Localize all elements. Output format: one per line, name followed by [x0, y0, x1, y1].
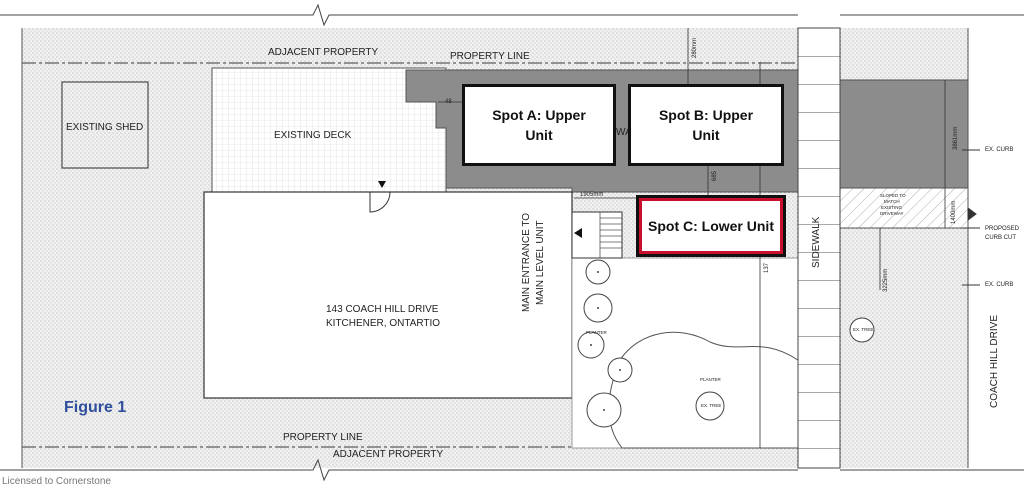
spot-a-upper-unit: Spot A: Upper Unit: [462, 84, 616, 166]
coach-hill-drive-label: COACH HILL DRIVE: [989, 315, 1000, 408]
address-line2: KITCHENER, ONTARTIO: [326, 318, 441, 329]
stair-treads: [599, 212, 622, 258]
ex-curb-bottom-label: EX. CURB: [985, 282, 1014, 288]
dim-1905: 1905mm: [580, 192, 604, 198]
dim-280: 280mm: [692, 37, 698, 58]
bottom-break-line: [0, 458, 1024, 482]
planter-right-label: PLANTER: [700, 377, 721, 382]
main-entrance-line2: MAIN LEVEL UNIT: [535, 220, 546, 305]
adjacent-property-bottom-label: ADJACENT PROPERTY: [333, 449, 444, 460]
main-entrance-line1: MAIN ENTRANCE TO: [521, 212, 532, 312]
sloped-note-line3: EXISTING: [881, 205, 903, 210]
proposed-curb-cut-area: [839, 187, 969, 229]
dim-48: 48: [445, 99, 452, 105]
boulevard-driveway: [839, 79, 969, 189]
sidewalk-label: SIDEWALK: [811, 216, 822, 268]
house-footprint: [203, 191, 573, 399]
existing-shed: [61, 81, 149, 169]
spot-a-line2: Unit: [525, 127, 553, 143]
sloped-note-line2: MATCH: [884, 199, 900, 204]
main-entrance-arrow: [574, 228, 582, 238]
spot-c-label: Spot C: Lower Unit: [648, 218, 774, 234]
dim-685: 685: [712, 170, 718, 181]
spot-b-upper-unit: Spot B: Upper Unit: [628, 84, 784, 166]
address-line1: 143 COACH HILL DRIVE: [326, 304, 439, 315]
walk-fragment-label: WA: [616, 127, 632, 138]
ex-curb-top-label: EX. CURB: [985, 147, 1014, 153]
proposed-curb-cut-line1: PROPOSED: [985, 226, 1020, 232]
existing-deck-label: EXISTING DECK: [274, 130, 352, 141]
deck-entry-arrow: [378, 181, 386, 188]
license-watermark: Licensed to Cornerstone: [2, 476, 111, 487]
dim-3225: 3225mm: [883, 268, 889, 292]
proposed-curb-cut-line2: CURB CUT: [985, 235, 1016, 241]
deck-door-swing: [369, 191, 391, 213]
adjacent-property-top-label: ADJACENT PROPERTY: [268, 47, 379, 58]
dim-137: 137: [764, 262, 770, 273]
spot-b-line1: Spot B: Upper: [658, 107, 754, 123]
planter-tree: [695, 391, 725, 421]
planter-bed: [608, 331, 799, 449]
spot-c-lower-unit: Spot C: Lower Unit: [636, 195, 786, 257]
curb-ticks: [962, 149, 980, 286]
spot-c-red-outline: Spot C: Lower Unit: [639, 198, 783, 254]
figure-label: Figure 1: [64, 399, 127, 416]
boulevard-tree: [849, 317, 875, 343]
property-line-top-label: PROPERTY LINE: [450, 51, 530, 62]
top-break-line: [0, 3, 1024, 27]
ex-tree-planter-label: EX. TREE: [701, 403, 722, 408]
sidewalk: [797, 27, 841, 469]
dim-3861: 3861mm: [953, 126, 959, 150]
spot-b-line2: Unit: [692, 127, 720, 143]
spot-a-line1: Spot A: Upper: [492, 107, 586, 123]
property-line-bottom-label: PROPERTY LINE: [283, 432, 363, 443]
planter-left-label: PLANTER: [586, 330, 607, 335]
shrub-centers: [590, 271, 621, 411]
sloped-note-line4: DRIVEWAY: [880, 211, 904, 216]
ex-tree-right-label: EX. TREE: [853, 327, 874, 332]
dim-1400: 1400mm: [951, 200, 957, 224]
sloped-note-line1: SLOPED TO: [880, 193, 906, 198]
existing-shed-label: EXISTING SHED: [66, 122, 144, 133]
front-stairs: [571, 211, 623, 259]
